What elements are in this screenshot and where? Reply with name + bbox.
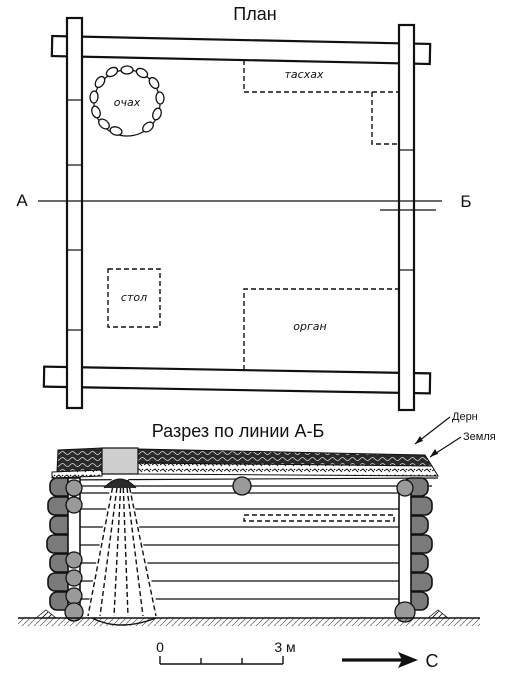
plan-title: План (233, 4, 276, 24)
tashah-label: тасхах (285, 68, 324, 81)
earth-callout: Земля (463, 431, 496, 443)
section-title: Разрез по линии А-Б (152, 421, 325, 441)
arrow-head-icon (398, 652, 418, 668)
top-log (50, 34, 432, 66)
tashah-zone: тасхах (243, 60, 399, 145)
table-label: стол (121, 291, 147, 304)
right-section-wall (394, 477, 433, 623)
scale-bar: 0 3 м (156, 639, 296, 665)
scale-zero-label: 0 (156, 639, 164, 655)
plan-view: План (16, 4, 472, 412)
north-label: С (426, 651, 439, 671)
hearth-label: очах (114, 96, 141, 109)
left-wall (65, 16, 84, 410)
table-zone: стол (107, 268, 161, 328)
beam-cross-section (232, 476, 252, 496)
smoke-hole (101, 447, 139, 475)
section-end-label: Б (460, 192, 471, 211)
hearth-ring: очах (89, 65, 165, 137)
sod-callout: Дерн (452, 411, 478, 423)
scale-end-label: 3 м (274, 639, 295, 655)
ground-line (18, 609, 480, 626)
section-line: А Б (16, 191, 471, 211)
section-start-label: А (16, 191, 28, 210)
organ-label: орган (293, 320, 326, 333)
organ-zone: орган (243, 288, 399, 370)
bottom-log (42, 365, 432, 395)
bench-dashed (243, 514, 395, 522)
left-section-wall (46, 477, 84, 622)
hearth-cone (86, 478, 160, 626)
north-arrow: С (342, 651, 439, 671)
right-wall (397, 23, 416, 412)
section-view: Разрез по линии А-Б Дерн Земля (18, 411, 496, 626)
